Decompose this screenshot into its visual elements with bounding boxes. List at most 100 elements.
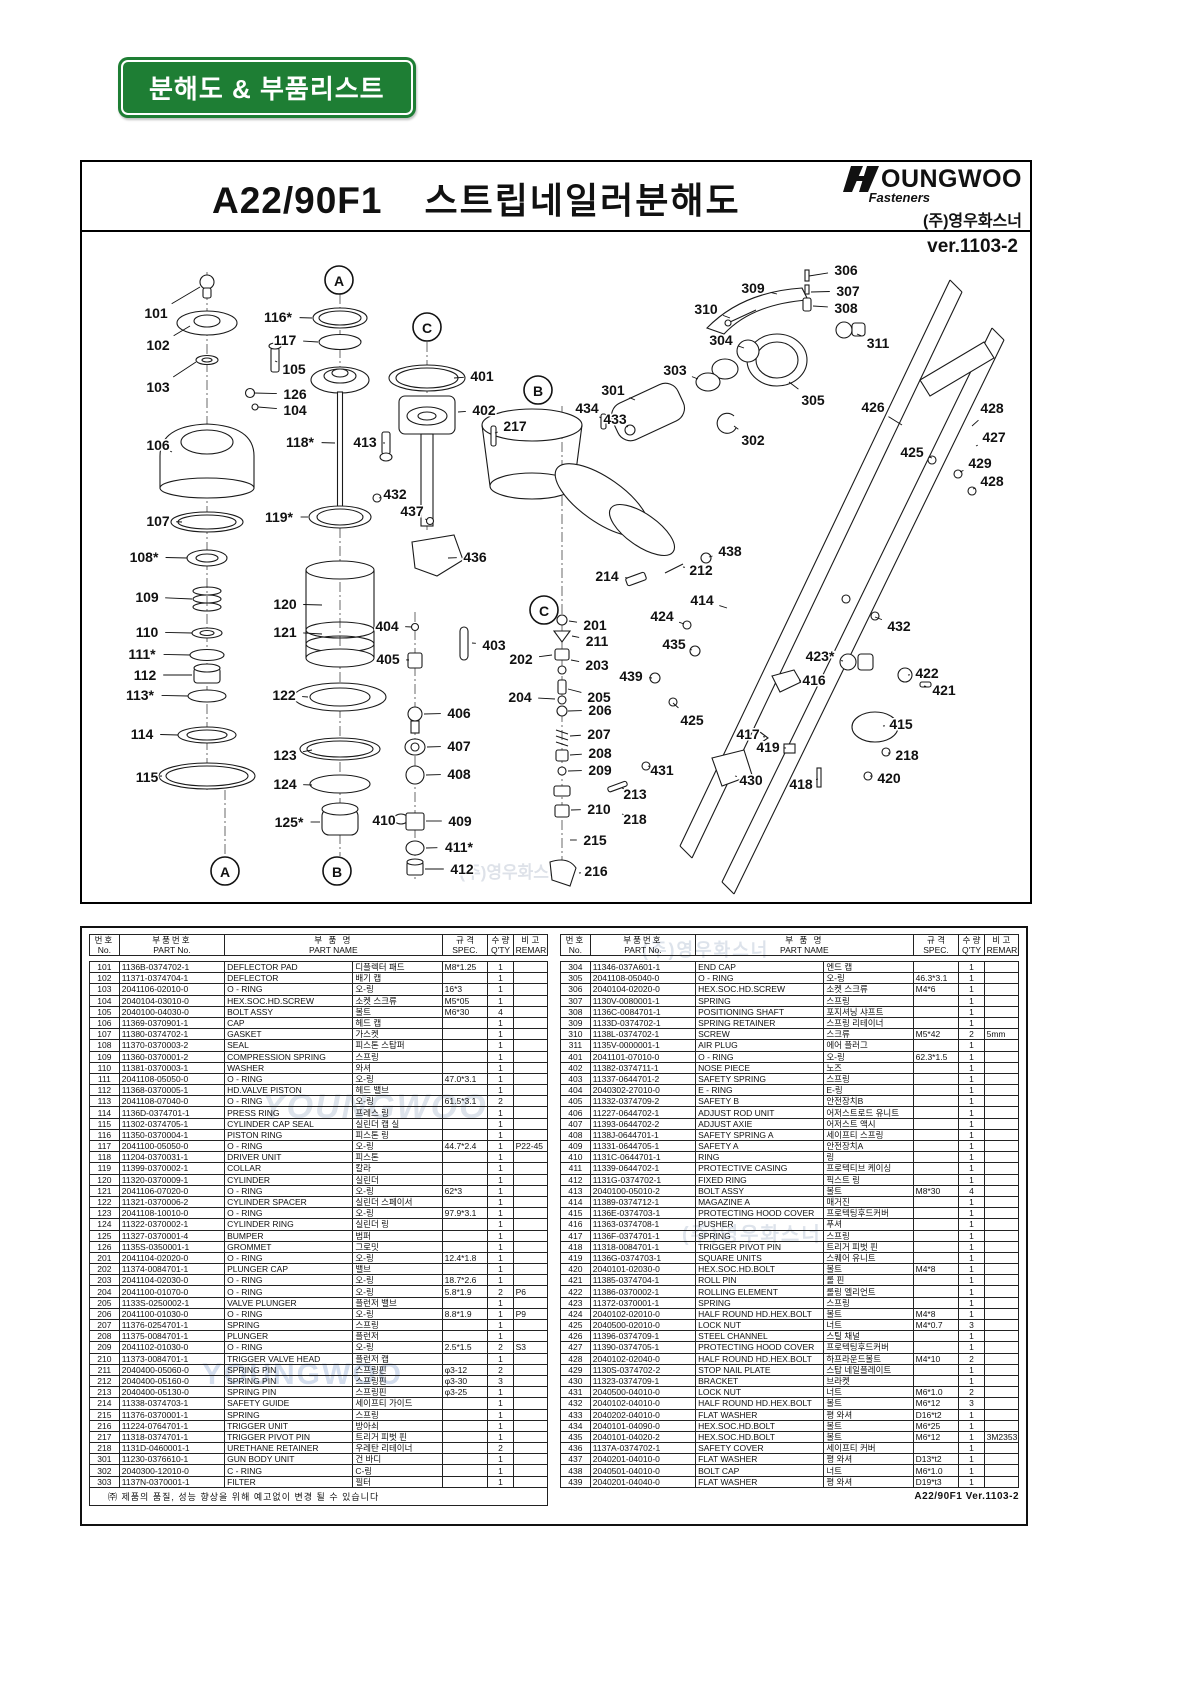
callout-402: 402 xyxy=(472,402,496,418)
section-marker-A: A xyxy=(334,273,344,289)
callout-306: 306 xyxy=(834,262,858,278)
callout-118: 118* xyxy=(286,434,315,450)
page-title: A22/90F1 스트립네일러분해도 xyxy=(212,172,741,224)
leader-line xyxy=(257,406,277,409)
callout-123: 123 xyxy=(273,747,297,763)
callout-120: 120 xyxy=(273,596,297,612)
section-marker-B: B xyxy=(332,864,342,880)
leader-line xyxy=(975,444,978,447)
leader-line xyxy=(733,425,739,430)
callout-412: 412 xyxy=(450,861,474,877)
leader-line xyxy=(165,597,193,600)
callout-215: 215 xyxy=(583,832,607,848)
leader-line xyxy=(719,605,728,609)
leader-line xyxy=(678,621,685,625)
callout-115: 115 xyxy=(136,769,159,785)
callout-107: 107 xyxy=(146,513,170,529)
leader-line xyxy=(629,397,636,401)
drawing-sheet: A22/90F1 스트립네일러분해도 OUNGWOO Fasteners (주)… xyxy=(80,160,1032,904)
leader-line xyxy=(569,753,582,756)
callout-430: 430 xyxy=(739,772,763,788)
leader-line xyxy=(170,450,173,453)
leader-line xyxy=(599,416,602,419)
callout-418: 418 xyxy=(789,776,813,792)
leader-line xyxy=(567,688,582,693)
leader-line xyxy=(171,286,201,305)
callout-421: 421 xyxy=(932,682,956,698)
callout-404: 404 xyxy=(375,618,399,634)
leader-line xyxy=(722,314,731,319)
leader-line xyxy=(568,620,578,623)
leader-line xyxy=(453,376,464,379)
leader-line xyxy=(929,456,933,459)
leader-line xyxy=(457,410,466,413)
callout-428: 428 xyxy=(980,473,1004,489)
callout-438: 438 xyxy=(718,543,742,559)
section-marker-circle xyxy=(529,595,559,625)
leader-line xyxy=(425,518,428,521)
leader-line xyxy=(538,697,556,700)
leader-line xyxy=(874,616,883,621)
leader-line xyxy=(163,653,191,656)
callout-301: 301 xyxy=(601,382,625,398)
callout-423: 423* xyxy=(806,648,835,664)
leader-line xyxy=(173,325,191,337)
leader-line xyxy=(972,487,976,490)
callout-303: 303 xyxy=(663,362,687,378)
callout-422: 422 xyxy=(915,665,939,681)
leader-line xyxy=(626,425,629,428)
callout-111: 111* xyxy=(128,646,156,662)
callout-202: 202 xyxy=(509,651,533,667)
callout-110: 110 xyxy=(136,624,159,640)
callout-432: 432 xyxy=(383,486,407,502)
leader-line xyxy=(708,555,713,558)
center-axes xyxy=(206,272,563,882)
callout-405: 405 xyxy=(376,651,400,667)
callout-433: 433 xyxy=(603,411,627,427)
leader-line xyxy=(165,631,193,634)
callout-103: 103 xyxy=(146,379,170,395)
callout-210: 210 xyxy=(587,801,611,817)
leader-line xyxy=(691,376,699,380)
callout-401: 401 xyxy=(470,368,494,384)
callout-436: 436 xyxy=(463,549,487,565)
callout-432: 432 xyxy=(887,618,911,634)
leader-line xyxy=(274,360,278,363)
callout-112: 112 xyxy=(134,667,157,683)
section-badge: 분해도 & 부품리스트 xyxy=(118,57,416,118)
callout-121: 121 xyxy=(273,624,297,640)
